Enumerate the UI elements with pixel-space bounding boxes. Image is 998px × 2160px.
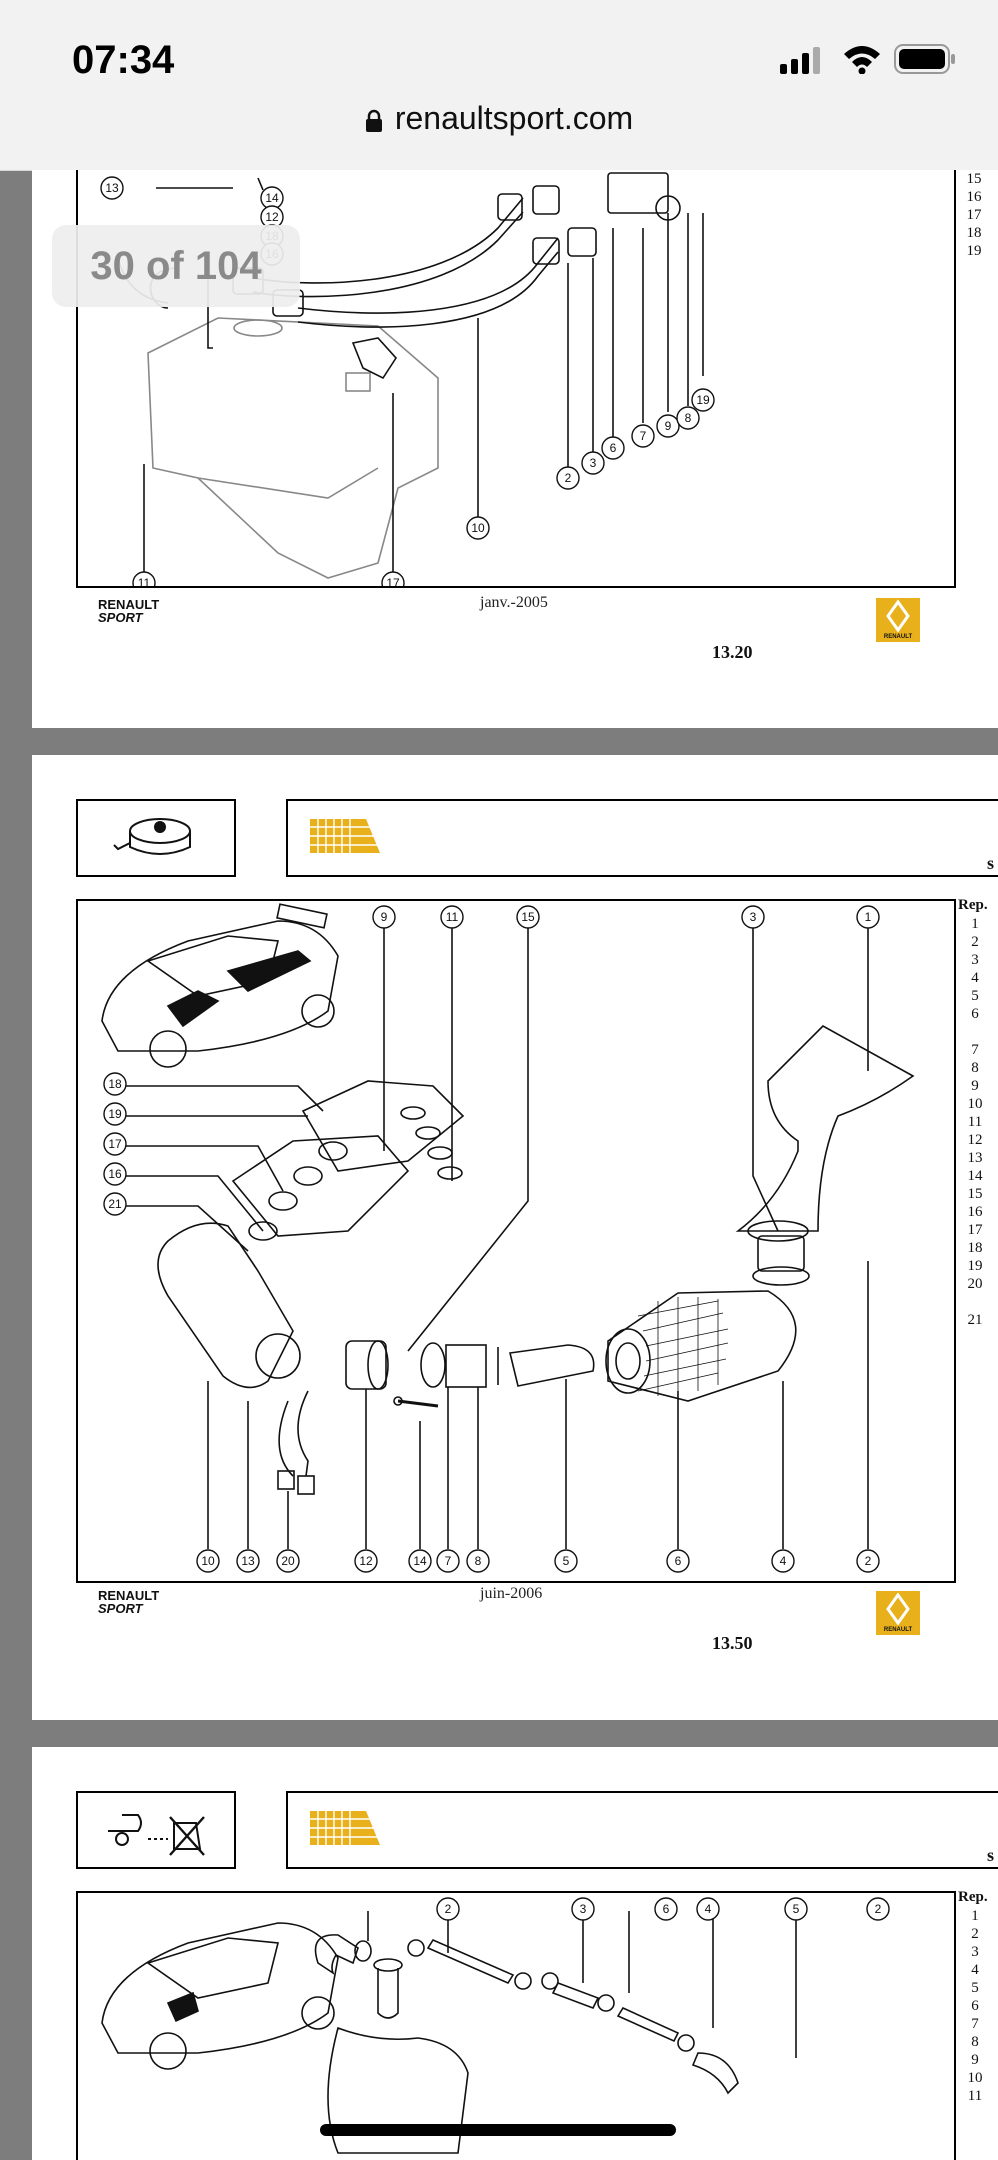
callout-label: 3 [580, 1902, 587, 1916]
renault-logo: RENAULT [876, 1591, 920, 1635]
callout-label: 16 [108, 1167, 122, 1181]
rep-header: Rep. [958, 1889, 988, 1905]
callout-label: 5 [793, 1902, 800, 1916]
callout-label: 9 [381, 910, 388, 924]
callout-label: 5 [563, 1554, 570, 1568]
callout-label: 7 [445, 1554, 452, 1568]
revision-date: juin-2006 [480, 1585, 543, 1602]
diagram-frame: 2 3 6 4 5 2 [76, 1891, 956, 2160]
callout-label: 8 [475, 1554, 482, 1568]
callout-label: 6 [675, 1554, 682, 1568]
callout-label: 6 [610, 441, 617, 455]
section-title-box [286, 1791, 998, 1869]
wifi-icon [844, 46, 880, 74]
callout-label: 11 [446, 910, 459, 924]
callout-label: 13 [105, 181, 119, 195]
section-icon-box [76, 799, 236, 877]
callout-label: 10 [471, 521, 485, 535]
clipped-title-glyph: s [987, 853, 995, 873]
callout-label: 2 [875, 1902, 882, 1916]
document-page-13-50: s [32, 755, 998, 1720]
callout-label: 14 [265, 191, 279, 205]
callout-label: 21 [108, 1197, 122, 1211]
address-bar-background [0, 120, 998, 171]
callout-label: 9 [665, 419, 672, 433]
callout-label: 17 [108, 1137, 122, 1151]
hose-diagram: 2 3 6 4 5 2 [101, 1897, 890, 2154]
callout-label: 2 [445, 1902, 452, 1916]
renault-logo: RENAULT [876, 598, 920, 642]
cellular-signal-icon [780, 47, 820, 74]
callout-label: 2 [565, 471, 572, 485]
battery-icon [894, 44, 955, 74]
air-intake-diagram: 9 11 15 3 1 18 19 17 16 21 10 13 20 12 1… [101, 903, 915, 1573]
callout-label: 3 [590, 456, 597, 470]
yellow-section-icon [310, 1811, 380, 1845]
callout-label: 19 [108, 1107, 122, 1121]
callout-label: 15 [521, 910, 535, 924]
page-counter: 30 of 104 [52, 225, 300, 307]
callout-label: 12 [265, 210, 279, 224]
callout-label: 12 [359, 1554, 373, 1568]
address-bar[interactable]: renaultsport.com [0, 100, 998, 137]
callout-label: 10 [201, 1554, 215, 1568]
callout-label: 20 [281, 1554, 295, 1568]
document-page-next: s [32, 1747, 998, 2160]
callout-label: 3 [750, 910, 757, 924]
callout-label: 6 [663, 1902, 670, 1916]
page-number: 13.20 [712, 642, 753, 662]
callout-label: 1 [865, 910, 872, 924]
air-filter-icon [113, 818, 191, 855]
lock-icon [365, 109, 382, 132]
status-bar: 07:34 [0, 0, 998, 120]
revision-date: janv.-2005 [480, 594, 548, 611]
callout-label: 13 [241, 1554, 255, 1568]
callout-label: 18 [108, 1077, 122, 1091]
callout-label: 14 [413, 1554, 427, 1568]
callout-label: 8 [685, 411, 692, 425]
callout-label: 2 [865, 1554, 872, 1568]
callout-label: 4 [705, 1902, 712, 1916]
diagram-frame: 9 11 15 3 1 18 19 17 16 21 10 13 20 12 1… [76, 899, 956, 1583]
section-title-box [286, 799, 998, 877]
callout-label: 11 [138, 576, 151, 586]
yellow-section-icon [310, 819, 380, 853]
callout-label: 7 [640, 429, 647, 443]
callout-label: 19 [696, 393, 710, 407]
home-indicator[interactable] [320, 2124, 676, 2136]
rep-header: Rep. [958, 897, 988, 913]
callout-label: 17 [386, 576, 400, 586]
clipped-title-glyph: s [987, 1845, 995, 1865]
page-number: 13.50 [712, 1633, 753, 1653]
callout-label: 4 [780, 1554, 787, 1568]
url-text: renaultsport.com [394, 100, 634, 136]
section-icon-box [76, 1791, 236, 1869]
no-fuel-icon [108, 1814, 205, 1856]
status-time: 07:34 [72, 38, 175, 82]
